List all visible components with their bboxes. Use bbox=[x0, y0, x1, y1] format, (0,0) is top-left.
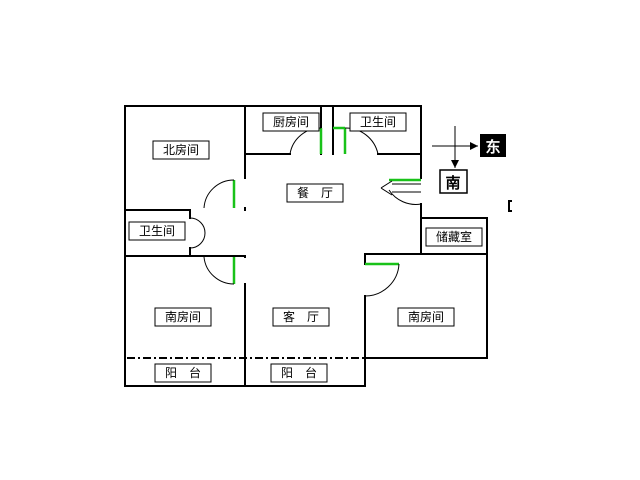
label-north-bedroom: 北房间 bbox=[163, 142, 199, 157]
stray-mark bbox=[508, 200, 512, 212]
door-lbath-swing bbox=[189, 217, 206, 249]
label-kitchen: 厨房间 bbox=[273, 114, 309, 129]
label-living: 客 厅 bbox=[283, 309, 319, 324]
doors bbox=[189, 126, 422, 297]
compass-arrow-east-icon bbox=[470, 142, 478, 150]
room-south-bedroom-right: 南房间 bbox=[397, 307, 455, 327]
door-north-swing bbox=[203, 179, 235, 209]
room-balcony-mid: 阳 台 bbox=[270, 363, 328, 383]
room-bathroom-left: 卫生间 bbox=[128, 221, 186, 241]
door-south-left-swing bbox=[203, 256, 235, 285]
room-kitchen: 厨房间 bbox=[262, 112, 320, 132]
label-balcony-mid: 阳 台 bbox=[281, 365, 317, 380]
door-bath-top-swing bbox=[344, 127, 379, 155]
compass-east-label: 东 bbox=[485, 138, 500, 156]
door-south-right-swing bbox=[364, 263, 400, 297]
label-bathroom-top: 卫生间 bbox=[360, 115, 396, 129]
door-entrance-swing bbox=[388, 189, 422, 205]
label-south-bedroom-left: 南房间 bbox=[165, 309, 201, 324]
entrance-arrow bbox=[380, 180, 421, 196]
room-bathroom-top: 卫生间 bbox=[349, 112, 407, 132]
label-balcony-left: 阳 台 bbox=[165, 365, 201, 380]
compass-south-label: 南 bbox=[445, 174, 460, 192]
compass-east-box bbox=[480, 134, 506, 157]
room-south-bedroom-left: 南房间 bbox=[154, 307, 212, 327]
compass-south-box bbox=[439, 169, 468, 194]
room-balcony-left: 阳 台 bbox=[154, 363, 212, 383]
room-storage: 储藏室 bbox=[425, 227, 483, 247]
room-dining: 餐 厅 bbox=[286, 183, 344, 203]
door-kitchen-swing bbox=[289, 127, 322, 155]
label-south-bedroom-right: 南房间 bbox=[408, 309, 444, 324]
room-north-bedroom: 北房间 bbox=[152, 140, 210, 160]
label-storage: 储藏室 bbox=[436, 229, 472, 244]
compass: 东 南 bbox=[432, 126, 506, 194]
label-dining: 餐 厅 bbox=[297, 185, 333, 200]
room-living: 客 厅 bbox=[272, 307, 330, 327]
label-bathroom-left: 卫生间 bbox=[139, 224, 175, 238]
room-labels: 北房间 厨房间 卫生间 餐 厅 卫生间 储藏室 南房间 客 厅 bbox=[128, 112, 483, 383]
compass-arrow-south-icon bbox=[451, 160, 459, 168]
